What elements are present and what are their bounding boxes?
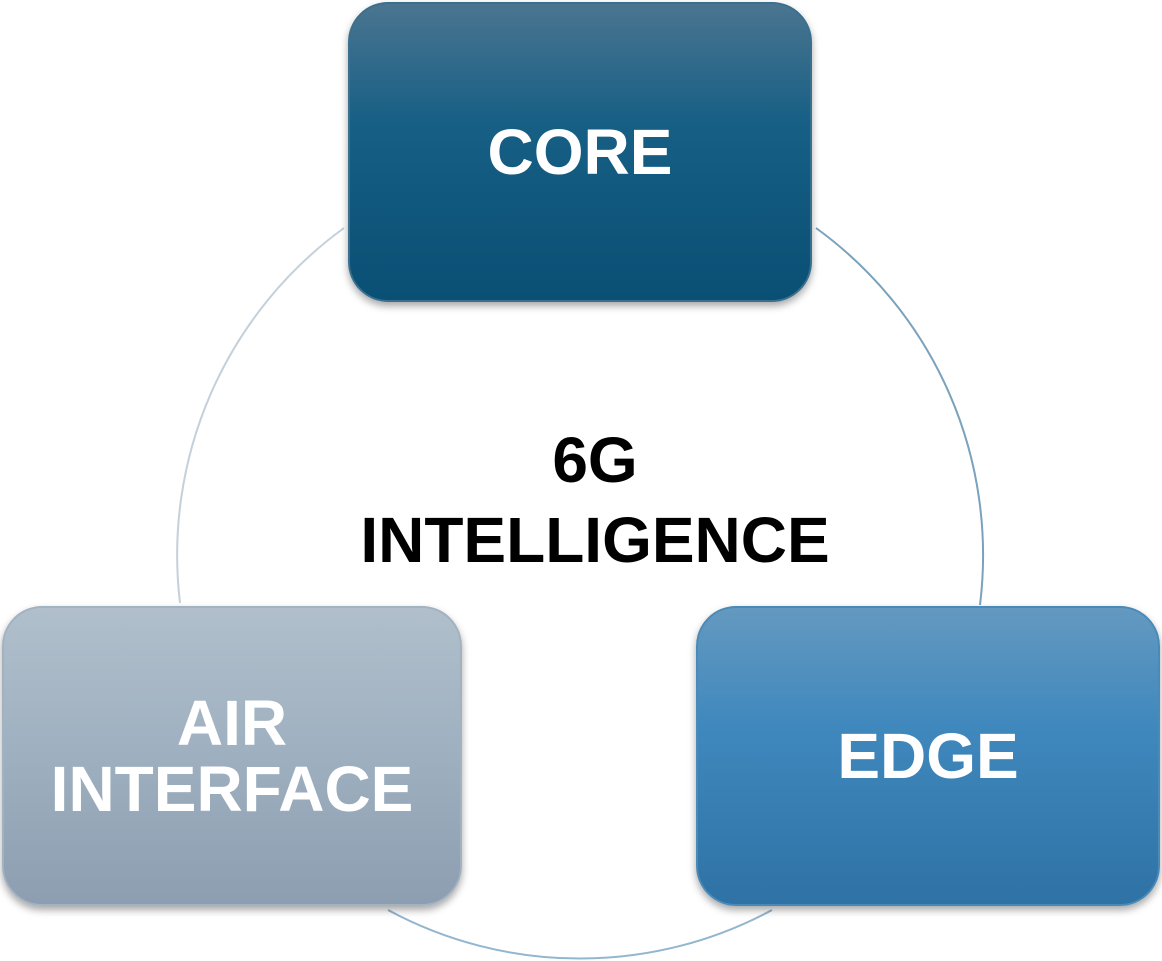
edge-node-label: EDGE	[837, 720, 1019, 792]
air-interface-node-label: AIR INTERFACE	[50, 687, 414, 825]
air-interface-node: AIR INTERFACE	[2, 606, 462, 906]
edge-node: EDGE	[696, 606, 1160, 906]
ring-arc-edge-air	[387, 909, 773, 960]
ring-arc-core-edge	[815, 227, 985, 606]
center-label: 6G INTELLIGENCE	[360, 424, 830, 576]
core-node-label: CORE	[487, 116, 673, 188]
ring-arc-air-core	[176, 227, 345, 604]
core-node: CORE	[348, 2, 812, 302]
